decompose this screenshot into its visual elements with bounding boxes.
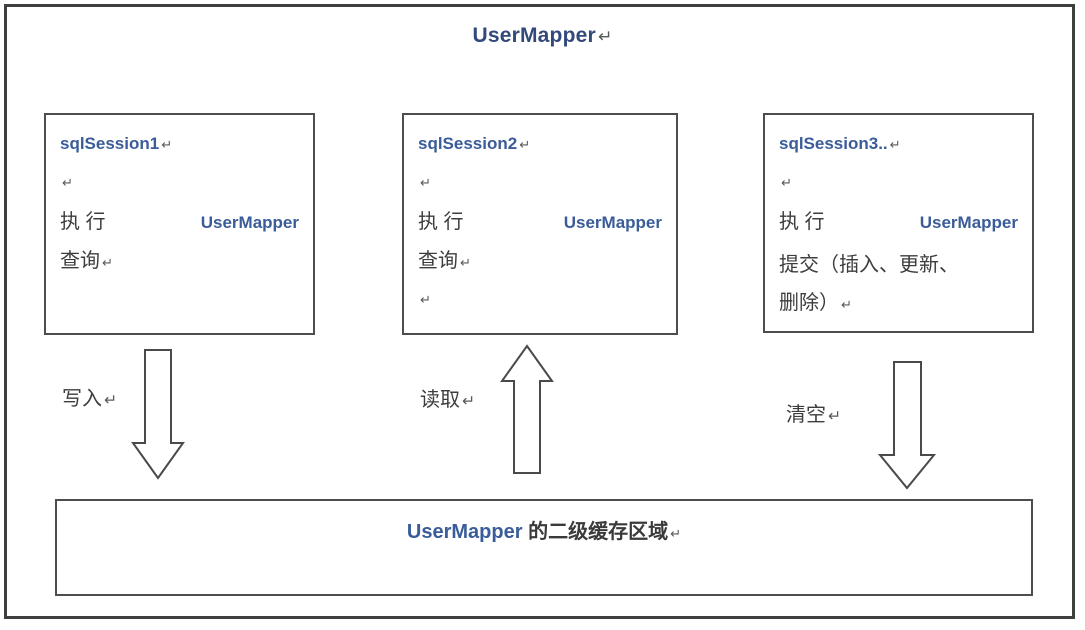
session-3-name-text: sqlSession3..	[779, 134, 888, 153]
write-label-text: 写入	[62, 388, 102, 410]
session-box-3-exec-suffix: 提交（插入、更新、 删除）↵	[779, 246, 1018, 322]
exec-cn-text: 执 行	[779, 211, 825, 233]
return-mark-icon: ↵	[519, 137, 531, 152]
return-mark-icon: ↵	[828, 408, 842, 425]
arrow-label-clear: 清空↵	[786, 398, 841, 427]
session-box-3-exec-line: 执 行 UserMapper	[779, 207, 1018, 246]
return-mark-icon: ↵	[889, 137, 901, 152]
blank-line: ↵	[779, 168, 1018, 207]
exec-latin-text: UserMapper	[200, 213, 299, 232]
return-mark-icon: ↵	[161, 137, 173, 152]
cache-box-latin-text: UserMapper	[406, 521, 523, 543]
diagram-title: UserMapper↵	[0, 24, 1085, 48]
return-mark-icon: ↵	[841, 297, 852, 312]
arrow-label-read: 读取↵	[420, 383, 475, 412]
clear-label-text: 清空	[786, 404, 826, 426]
session-box-2-exec-line: 执 行 UserMapper	[418, 207, 662, 246]
exec-suffix-text: 查询	[60, 250, 100, 272]
read-label-text: 读取	[420, 389, 460, 411]
session-box-2-name: sqlSession2↵	[418, 129, 662, 168]
session-1-name-text: sqlSession1	[60, 134, 160, 153]
exec-cn-text: 执 行	[418, 211, 464, 233]
return-mark-icon: ↵	[460, 255, 471, 270]
session-box-1-exec-line: 执 行 UserMapper	[60, 207, 299, 246]
exec-suffix-text: 提交（插入、更新、 删除）	[779, 254, 959, 314]
read-arrow-up-icon	[500, 344, 554, 474]
return-mark-icon: ↵	[781, 175, 792, 190]
session-box-2: sqlSession2↵ ↵ 执 行 UserMapper 查询↵ ↵	[402, 113, 678, 335]
exec-suffix-text: 查询	[418, 250, 458, 272]
exec-latin-text: UserMapper	[919, 213, 1018, 232]
return-mark-icon: ↵	[62, 175, 73, 190]
blank-line: ↵	[418, 285, 662, 324]
return-mark-icon: ↵	[597, 26, 613, 46]
blank-line: ↵	[418, 168, 662, 207]
session-box-3: sqlSession3..↵ ↵ 执 行 UserMapper 提交（插入、更新…	[763, 113, 1034, 333]
session-box-3-name: sqlSession3..↵	[779, 129, 1018, 168]
return-mark-icon: ↵	[670, 526, 682, 541]
return-mark-icon: ↵	[104, 392, 118, 409]
cache-box: UserMapper 的二级缓存区域↵	[55, 499, 1033, 596]
session-2-name-text: sqlSession2	[418, 134, 518, 153]
arrow-label-write: 写入↵	[62, 382, 117, 411]
session-box-1-name: sqlSession1↵	[60, 129, 299, 168]
return-mark-icon: ↵	[420, 292, 431, 307]
diagram-title-text: UserMapper	[472, 24, 596, 47]
session-box-1-exec-suffix: 查询↵	[60, 246, 299, 285]
blank-line: ↵	[60, 168, 299, 207]
return-mark-icon: ↵	[102, 255, 113, 270]
clear-arrow-down-icon	[878, 361, 936, 490]
exec-cn-text: 执 行	[60, 211, 106, 233]
return-mark-icon: ↵	[462, 393, 476, 410]
cache-box-cn-text: 的二级缓存区域	[522, 521, 669, 543]
session-box-1: sqlSession1↵ ↵ 执 行 UserMapper 查询↵	[44, 113, 315, 335]
write-arrow-down-icon	[131, 349, 185, 480]
exec-latin-text: UserMapper	[563, 213, 662, 232]
return-mark-icon: ↵	[420, 175, 431, 190]
session-box-2-exec-suffix: 查询↵	[418, 246, 662, 285]
